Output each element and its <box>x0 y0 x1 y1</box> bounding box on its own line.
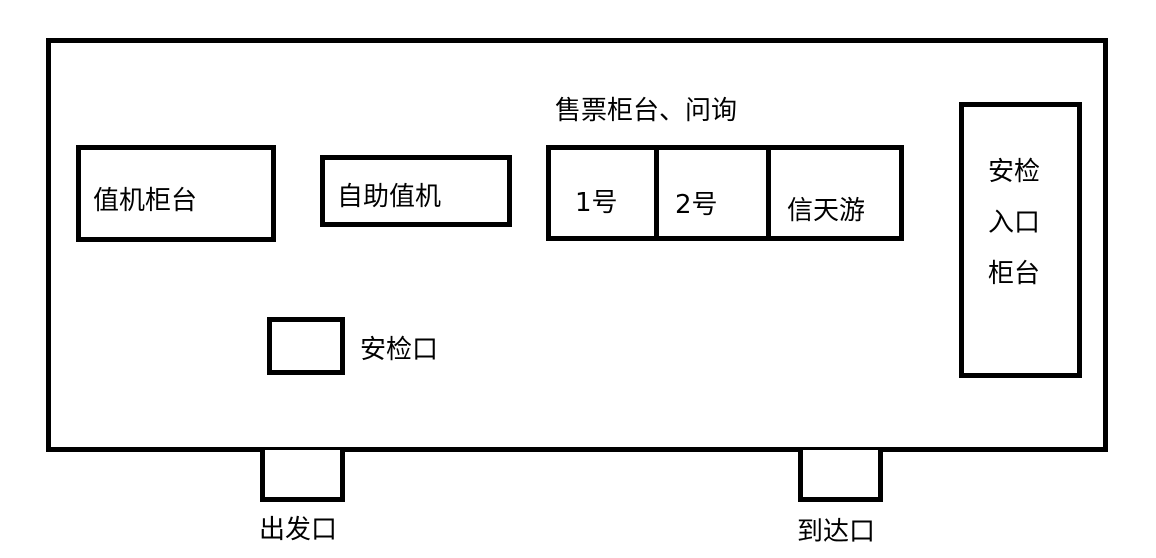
security-entry-counter-line-2: 入口 <box>988 208 1041 238</box>
security-gate-box <box>267 317 345 375</box>
self-checkin-label: 自助值机 <box>337 182 442 212</box>
departure-gate-label: 出发口 <box>259 515 338 545</box>
ticket-window-2: 2号 <box>659 150 771 236</box>
ticket-window-3-label: 信天游 <box>787 196 866 226</box>
ticket-window-1: 1号 <box>551 150 659 236</box>
arrival-gate-box <box>798 450 883 502</box>
security-gate-label: 安检口 <box>360 335 439 365</box>
self-checkin-box: 自助值机 <box>320 155 512 227</box>
security-entry-counter-box: 安检 入口 柜台 <box>959 102 1082 378</box>
ticket-window-2-label: 2号 <box>675 190 718 220</box>
terminal-hall-outline <box>46 38 1108 452</box>
checkin-counter-box: 值机柜台 <box>76 145 276 242</box>
ticket-counter-group: 1号 2号 信天游 <box>546 145 904 241</box>
security-entry-counter-line-1: 安检 <box>988 157 1041 187</box>
ticket-counter-title: 售票柜台、问询 <box>555 96 738 126</box>
ticket-window-3: 信天游 <box>771 150 899 236</box>
ticket-window-1-label: 1号 <box>575 188 618 218</box>
arrival-gate-label: 到达口 <box>797 517 876 547</box>
checkin-counter-label: 值机柜台 <box>93 186 198 216</box>
departure-gate-box <box>260 450 345 502</box>
security-entry-counter-line-3: 柜台 <box>988 259 1041 289</box>
